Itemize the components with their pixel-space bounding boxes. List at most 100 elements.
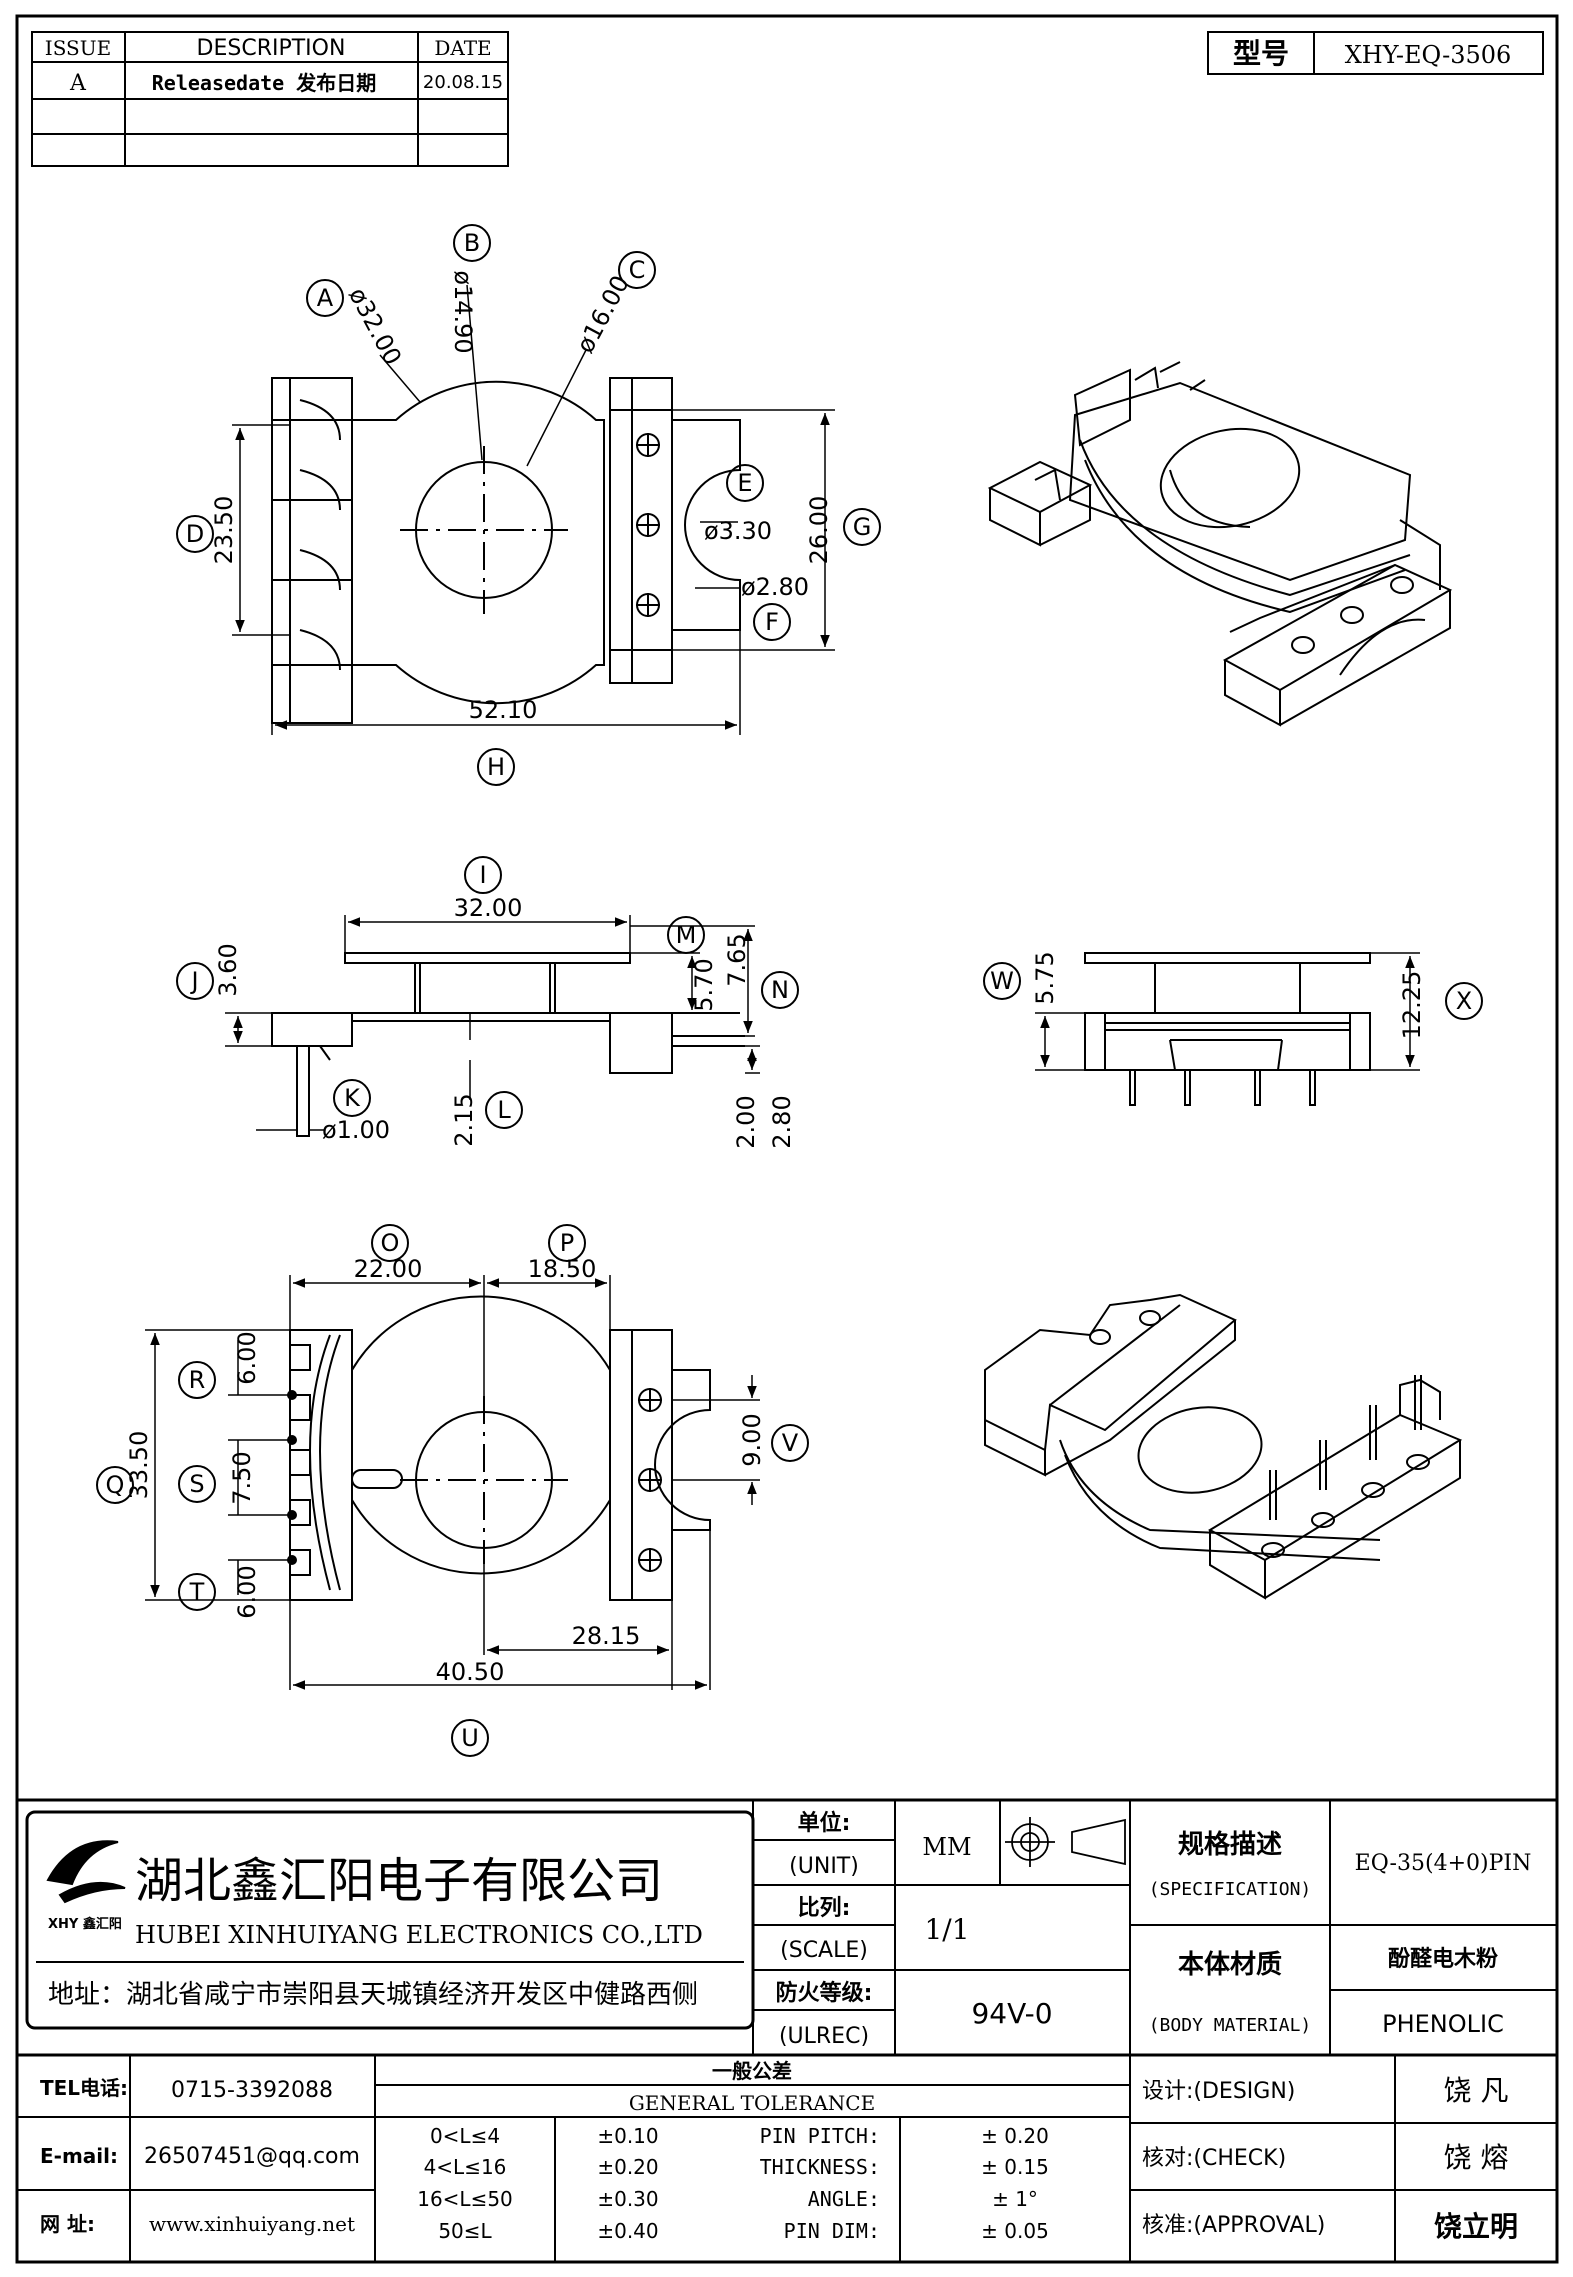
- tol-item-angle: ANGLE:: [808, 2187, 880, 2211]
- rev-header-date: DATE: [434, 36, 491, 60]
- tol-item-pindim: PIN DIM:: [784, 2219, 880, 2243]
- callout-V: V: [782, 1429, 799, 1457]
- top-view-dimensions: [232, 284, 835, 735]
- dim-M: 5.70: [690, 958, 718, 1011]
- callout-R: R: [189, 1366, 206, 1394]
- tol-val-angle: ± 1°: [992, 2187, 1038, 2211]
- callout-E: E: [737, 469, 752, 497]
- rev-header-issue: ISSUE: [45, 36, 111, 60]
- callout-I: I: [479, 861, 486, 889]
- dim-I: 32.00: [454, 894, 523, 922]
- dim-J: 3.60: [214, 943, 242, 996]
- callout-J: J: [189, 967, 198, 995]
- callout-Q: Q: [106, 1471, 125, 1499]
- callout-G: G: [853, 513, 872, 541]
- fire-label-en: (ULREC): [779, 2024, 869, 2049]
- tolerance-title-en: GENERAL TOLERANCE: [629, 2091, 875, 2115]
- callout-D: D: [186, 520, 204, 548]
- email-label: E-mail:: [40, 2144, 118, 2168]
- fire-label-cn: 防火等级:: [776, 1980, 873, 2006]
- revision-table: ISSUE DESCRIPTION DATE A Releasedate 发布日…: [31, 31, 509, 167]
- company-logo: [46, 1840, 126, 1904]
- dim-G: 26.00: [805, 496, 833, 565]
- web-value: www.xinhuiyang.net: [149, 2212, 355, 2236]
- scale-value: 1/1: [924, 1913, 969, 1946]
- company-name-en: HUBEI XINHUIYANG ELECTRONICS CO.,LTD: [135, 1921, 703, 1949]
- bottom-view-dimensions: [145, 1275, 760, 1690]
- tel-value: 0715-3392088: [171, 2078, 333, 2103]
- dim-U: 40.50: [436, 1658, 505, 1686]
- callout-A: A: [317, 284, 334, 312]
- tol-val-thickness: ± 0.15: [981, 2155, 1049, 2179]
- rev-row1-issue: A: [69, 71, 87, 96]
- dim-Q: 33.50: [125, 1431, 153, 1500]
- callout-L: L: [497, 1096, 511, 1124]
- unit-label-cn: 单位:: [798, 1810, 851, 1836]
- callout-S: S: [189, 1470, 204, 1498]
- callout-T: T: [189, 1578, 205, 1606]
- callout-F: F: [765, 608, 779, 636]
- unit-label-en: (UNIT): [789, 1854, 859, 1879]
- callout-C: C: [629, 256, 646, 284]
- iso-view-bottom: [984, 1293, 1463, 1600]
- dim-pin-a: 2.00: [732, 1095, 760, 1148]
- dim-F: ø2.80: [741, 573, 809, 601]
- dim-K: ø1.00: [322, 1116, 390, 1144]
- tol-val-pitch: ± 0.20: [981, 2124, 1049, 2148]
- dim-A: ø32.00: [343, 283, 407, 370]
- callout-U: U: [461, 1724, 479, 1752]
- tol-value-4: ±0.40: [597, 2219, 658, 2243]
- tol-item-pitch: PIN PITCH:: [760, 2124, 880, 2148]
- dim-L: 2.15: [450, 1093, 478, 1146]
- scale-label-cn: 比列:: [798, 1896, 851, 1921]
- scale-label-en: (SCALE): [780, 1938, 868, 1963]
- tol-item-thickness: THICKNESS:: [760, 2155, 880, 2179]
- tol-value-2: ±0.20: [597, 2155, 658, 2179]
- check-name: 饶 熔: [1444, 2141, 1509, 2174]
- web-label: 网 址:: [40, 2212, 95, 2236]
- projection-symbol: [1005, 1817, 1126, 1867]
- logo-text: XHY 鑫汇阳: [48, 1916, 122, 1932]
- material-value-cn: 酚醛电木粉: [1388, 1947, 1498, 1972]
- design-label: 设计:(DESIGN): [1142, 2079, 1295, 2104]
- model-box: 型号 XHY-EQ-3506: [1207, 31, 1544, 75]
- dim-N: 7.65: [723, 933, 751, 986]
- tolerance-title-cn: 一般公差: [712, 2059, 792, 2083]
- title-block: [17, 1798, 1557, 2262]
- tol-range-1: 0<L≤4: [430, 2124, 500, 2148]
- tol-range-2: 4<L≤16: [424, 2155, 507, 2179]
- company-name-cn: 湖北鑫汇阳电子有限公司: [135, 1853, 663, 1909]
- callout-B: B: [464, 229, 480, 257]
- tol-value-1: ±0.10: [597, 2124, 658, 2148]
- dim-O: 22.00: [354, 1255, 423, 1283]
- iso-view-top: [987, 361, 1453, 727]
- callout-K: K: [344, 1084, 361, 1112]
- dim-X: 12.25: [1398, 971, 1426, 1040]
- dim-S: 7.50: [228, 1451, 256, 1504]
- dim-P: 18.50: [528, 1255, 597, 1283]
- callout-P: P: [560, 1229, 574, 1257]
- callout-N: N: [771, 976, 789, 1004]
- bottom-view: [287, 1295, 711, 1601]
- spec-label-en: (SPECIFICATION): [1149, 1879, 1312, 1900]
- rev-header-description: DESCRIPTION: [197, 36, 346, 61]
- callout-W: W: [990, 967, 1014, 995]
- dim-H: 52.10: [469, 696, 538, 724]
- design-name: 饶 凡: [1444, 2074, 1509, 2107]
- tel-label: TEL电话:: [40, 2076, 128, 2100]
- spec-label-cn: 规格描述: [1178, 1829, 1282, 1860]
- sheet-border: [15, 14, 1559, 2264]
- dim-pin-b: 2.80: [768, 1095, 796, 1148]
- spec-value: EQ-35(4+0)PIN: [1355, 1851, 1532, 1876]
- rev-row1-description: Releasedate 发布日期: [152, 71, 377, 95]
- dim-R: 6.00: [233, 1331, 261, 1384]
- end-view-callouts: W X: [983, 962, 1483, 1020]
- material-value-en: PHENOLIC: [1382, 2010, 1504, 2038]
- dim-V: 9.00: [738, 1413, 766, 1466]
- bottom-view-callouts: O P Q R S T U V: [96, 1224, 809, 1757]
- company-address: 地址：湖北省咸宁市崇阳县天城镇经济开发区中健路西侧: [48, 1980, 698, 2010]
- callout-M: M: [676, 921, 697, 949]
- top-view: [271, 377, 741, 724]
- rev-row1-date: 20.08.15: [423, 72, 503, 93]
